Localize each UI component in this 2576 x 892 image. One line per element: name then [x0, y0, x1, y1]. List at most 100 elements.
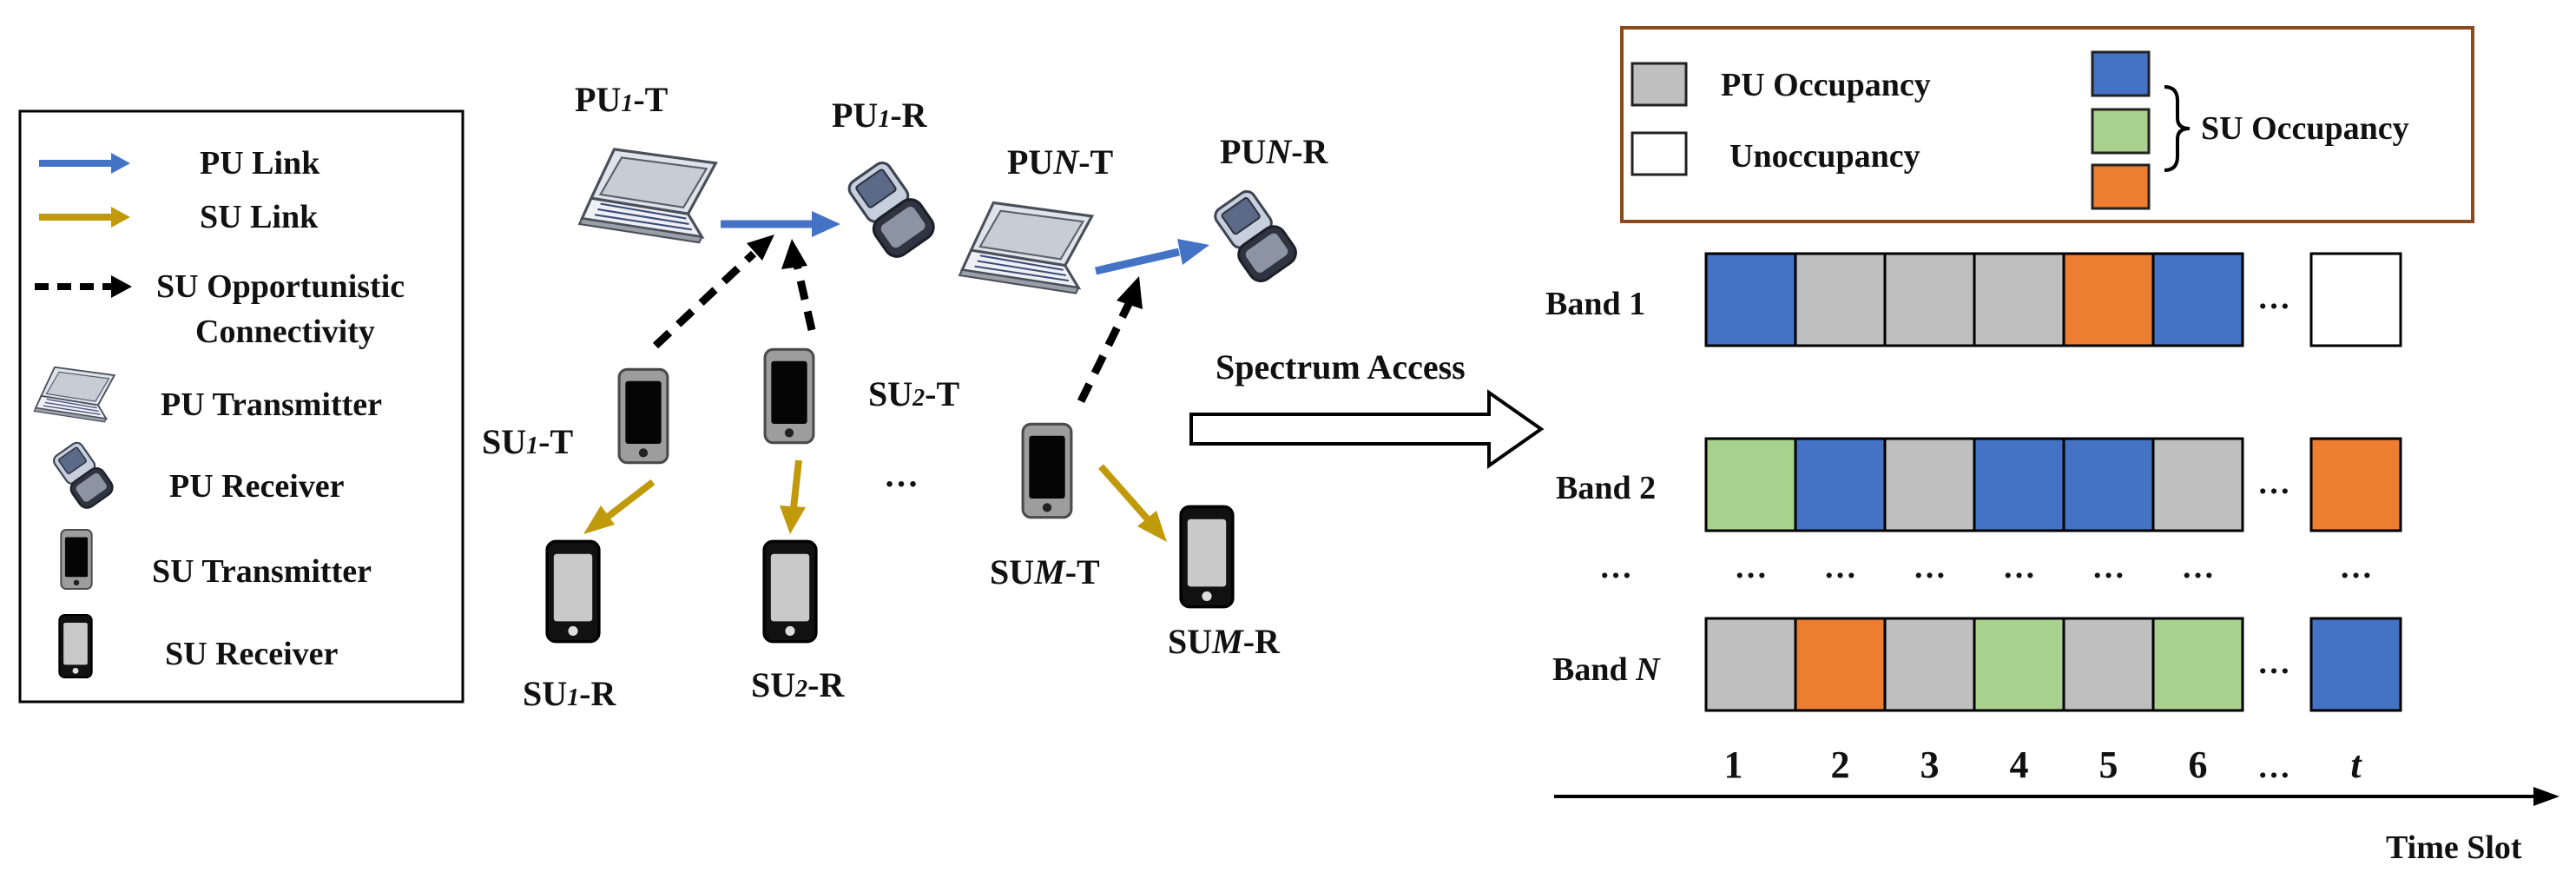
band-3-slot-5-cell — [2062, 617, 2155, 712]
band-2-label: Band 2 — [1556, 470, 1656, 506]
column-2-ellipsis: … — [1824, 549, 1857, 585]
band-2-slot-ellipsis: … — [2257, 465, 2290, 501]
column-4-ellipsis: … — [2003, 549, 2036, 585]
su2-link — [790, 459, 802, 509]
pun-link-head — [1177, 239, 1209, 265]
network-diagram: PU1-T PU1-R PUN-T PUN-R — [482, 80, 1329, 713]
legend-su-link-label: SU Link — [200, 199, 319, 235]
sum-r-label: SUM-R — [1168, 622, 1281, 661]
time-slot-label: Time Slot — [2386, 829, 2522, 866]
band-3-slot-4-cell — [1973, 617, 2065, 712]
unoccupancy-swatch — [1631, 131, 1688, 176]
legend-su-opportunistic-label: SU Opportunistic — [156, 268, 405, 305]
pun-link — [1094, 248, 1181, 275]
band-1-slot-ellipsis: … — [2257, 280, 2290, 316]
band-1-slot-1-cell — [1704, 252, 1797, 347]
legend-su-receiver-label: SU Receiver — [165, 636, 339, 672]
su1-r-label: SU1-R — [523, 674, 616, 713]
occupancy-legend: PU Occupancy Unoccupancy SU Occupancy — [1620, 26, 2474, 223]
band-cells — [1704, 252, 2402, 712]
pun-receiver-icon — [1208, 189, 1302, 285]
legend-pu-transmitter-label: PU Transmitter — [161, 387, 382, 423]
su2-receiver-icon — [762, 539, 818, 644]
band-3-slot-6-cell — [2151, 617, 2244, 712]
band-1-slot-4-cell — [1973, 252, 2065, 347]
spectrum-access-label: Spectrum Access — [1216, 347, 1466, 387]
band-2-slot-2-cell — [1794, 437, 1887, 532]
band-1-label: Band 1 — [1545, 286, 1645, 322]
pu1-r-label: PU1-R — [832, 96, 928, 135]
column-7-ellipsis: … — [2340, 549, 2373, 585]
su2-opportunistic-head — [781, 239, 807, 269]
sum-link — [1098, 464, 1150, 522]
band-1-slot-6-cell — [2151, 252, 2244, 347]
legend-su-transmitter-label: SU Transmitter — [152, 553, 372, 590]
pu1-transmitter-icon — [577, 148, 718, 244]
su2-link-head — [780, 505, 806, 534]
su2-transmitter-icon — [763, 347, 815, 445]
band-3-slot-ellipsis: … — [2257, 644, 2290, 681]
pu1-receiver-icon — [841, 161, 940, 261]
legend-pu-link-label: PU Link — [200, 145, 320, 182]
slot-label-3: 3 — [1920, 743, 1940, 786]
band-1-slot-7-cell — [2309, 252, 2402, 347]
su1-opportunistic-link — [652, 250, 757, 349]
su-occupancy-brace — [2164, 85, 2191, 172]
band-2-slot-7-cell — [2309, 437, 2402, 532]
pun-r-label: PUN-R — [1220, 132, 1329, 171]
band-3-slot-7-cell — [2309, 617, 2402, 712]
band-2-slot-1-cell — [1704, 437, 1797, 532]
pu-link-swatch-head — [111, 153, 130, 174]
sum-opportunistic-head — [1117, 276, 1143, 309]
su1-link — [605, 479, 656, 520]
su2-t-label: SU2-T — [868, 374, 959, 413]
pu1-link-head — [812, 211, 840, 237]
band-2-slot-3-cell — [1883, 437, 1976, 532]
slot-label-2: 2 — [1831, 743, 1850, 786]
su1-receiver-icon — [545, 539, 601, 644]
su1-link-head — [583, 505, 615, 534]
pu-occupancy-swatch — [1631, 62, 1688, 107]
slot-label-6: 6 — [2189, 743, 2208, 786]
network-ellipsis: … — [884, 455, 919, 494]
su-occupancy-swatch-green — [2091, 108, 2151, 155]
sum-opportunistic-link — [1077, 302, 1133, 403]
su1-t-label: SU1-T — [482, 422, 573, 461]
band-3-slot-3-cell — [1883, 617, 1976, 712]
column-1-ellipsis: … — [1735, 549, 1768, 585]
slot-label-4: 4 — [2010, 743, 2029, 786]
pu-occupancy-label: PU Occupancy — [1721, 67, 1931, 103]
su-link-swatch-head — [111, 207, 130, 228]
su2-r-label: SU2-R — [751, 665, 845, 704]
band-1-slot-3-cell — [1883, 252, 1976, 347]
sum-link-head — [1137, 511, 1167, 542]
su-occupancy-swatch-orange — [2091, 163, 2151, 210]
link-legend: PU Link SU Link SU Opportunistic Connect… — [18, 109, 464, 704]
time-axis-head — [2533, 787, 2560, 806]
su-receiver-icon — [58, 613, 93, 679]
su-occupancy-swatch-blue — [2091, 50, 2151, 97]
band-2-slot-4-cell — [1973, 437, 2065, 532]
pun-transmitter-icon — [958, 201, 1094, 295]
column-3-ellipsis: … — [1914, 549, 1947, 585]
sum-receiver-icon — [1179, 505, 1235, 609]
band-2-slot-6-cell — [2151, 437, 2244, 532]
su1-opportunistic-head — [747, 235, 774, 261]
legend-connectivity-label: Connectivity — [195, 314, 375, 350]
occupancy-legend-border — [1620, 26, 2474, 223]
slot-label-1: 1 — [1724, 743, 1743, 786]
slot-label-5: 5 — [2099, 743, 2118, 786]
band-3-slot-1-cell — [1704, 617, 1797, 712]
band-1-slot-5-cell — [2062, 252, 2155, 347]
band-2-slot-5-cell — [2062, 437, 2155, 532]
band-1-slot-2-cell — [1794, 252, 1887, 347]
su-occupancy-label: SU Occupancy — [2201, 110, 2409, 147]
column-6-ellipsis: … — [2182, 549, 2215, 585]
su1-transmitter-icon — [617, 367, 669, 465]
sum-transmitter-icon — [1021, 422, 1073, 519]
spectrum-access-arrow — [1189, 389, 1545, 469]
band-3-slot-2-cell — [1794, 617, 1887, 712]
su2-opportunistic-link — [793, 264, 816, 331]
